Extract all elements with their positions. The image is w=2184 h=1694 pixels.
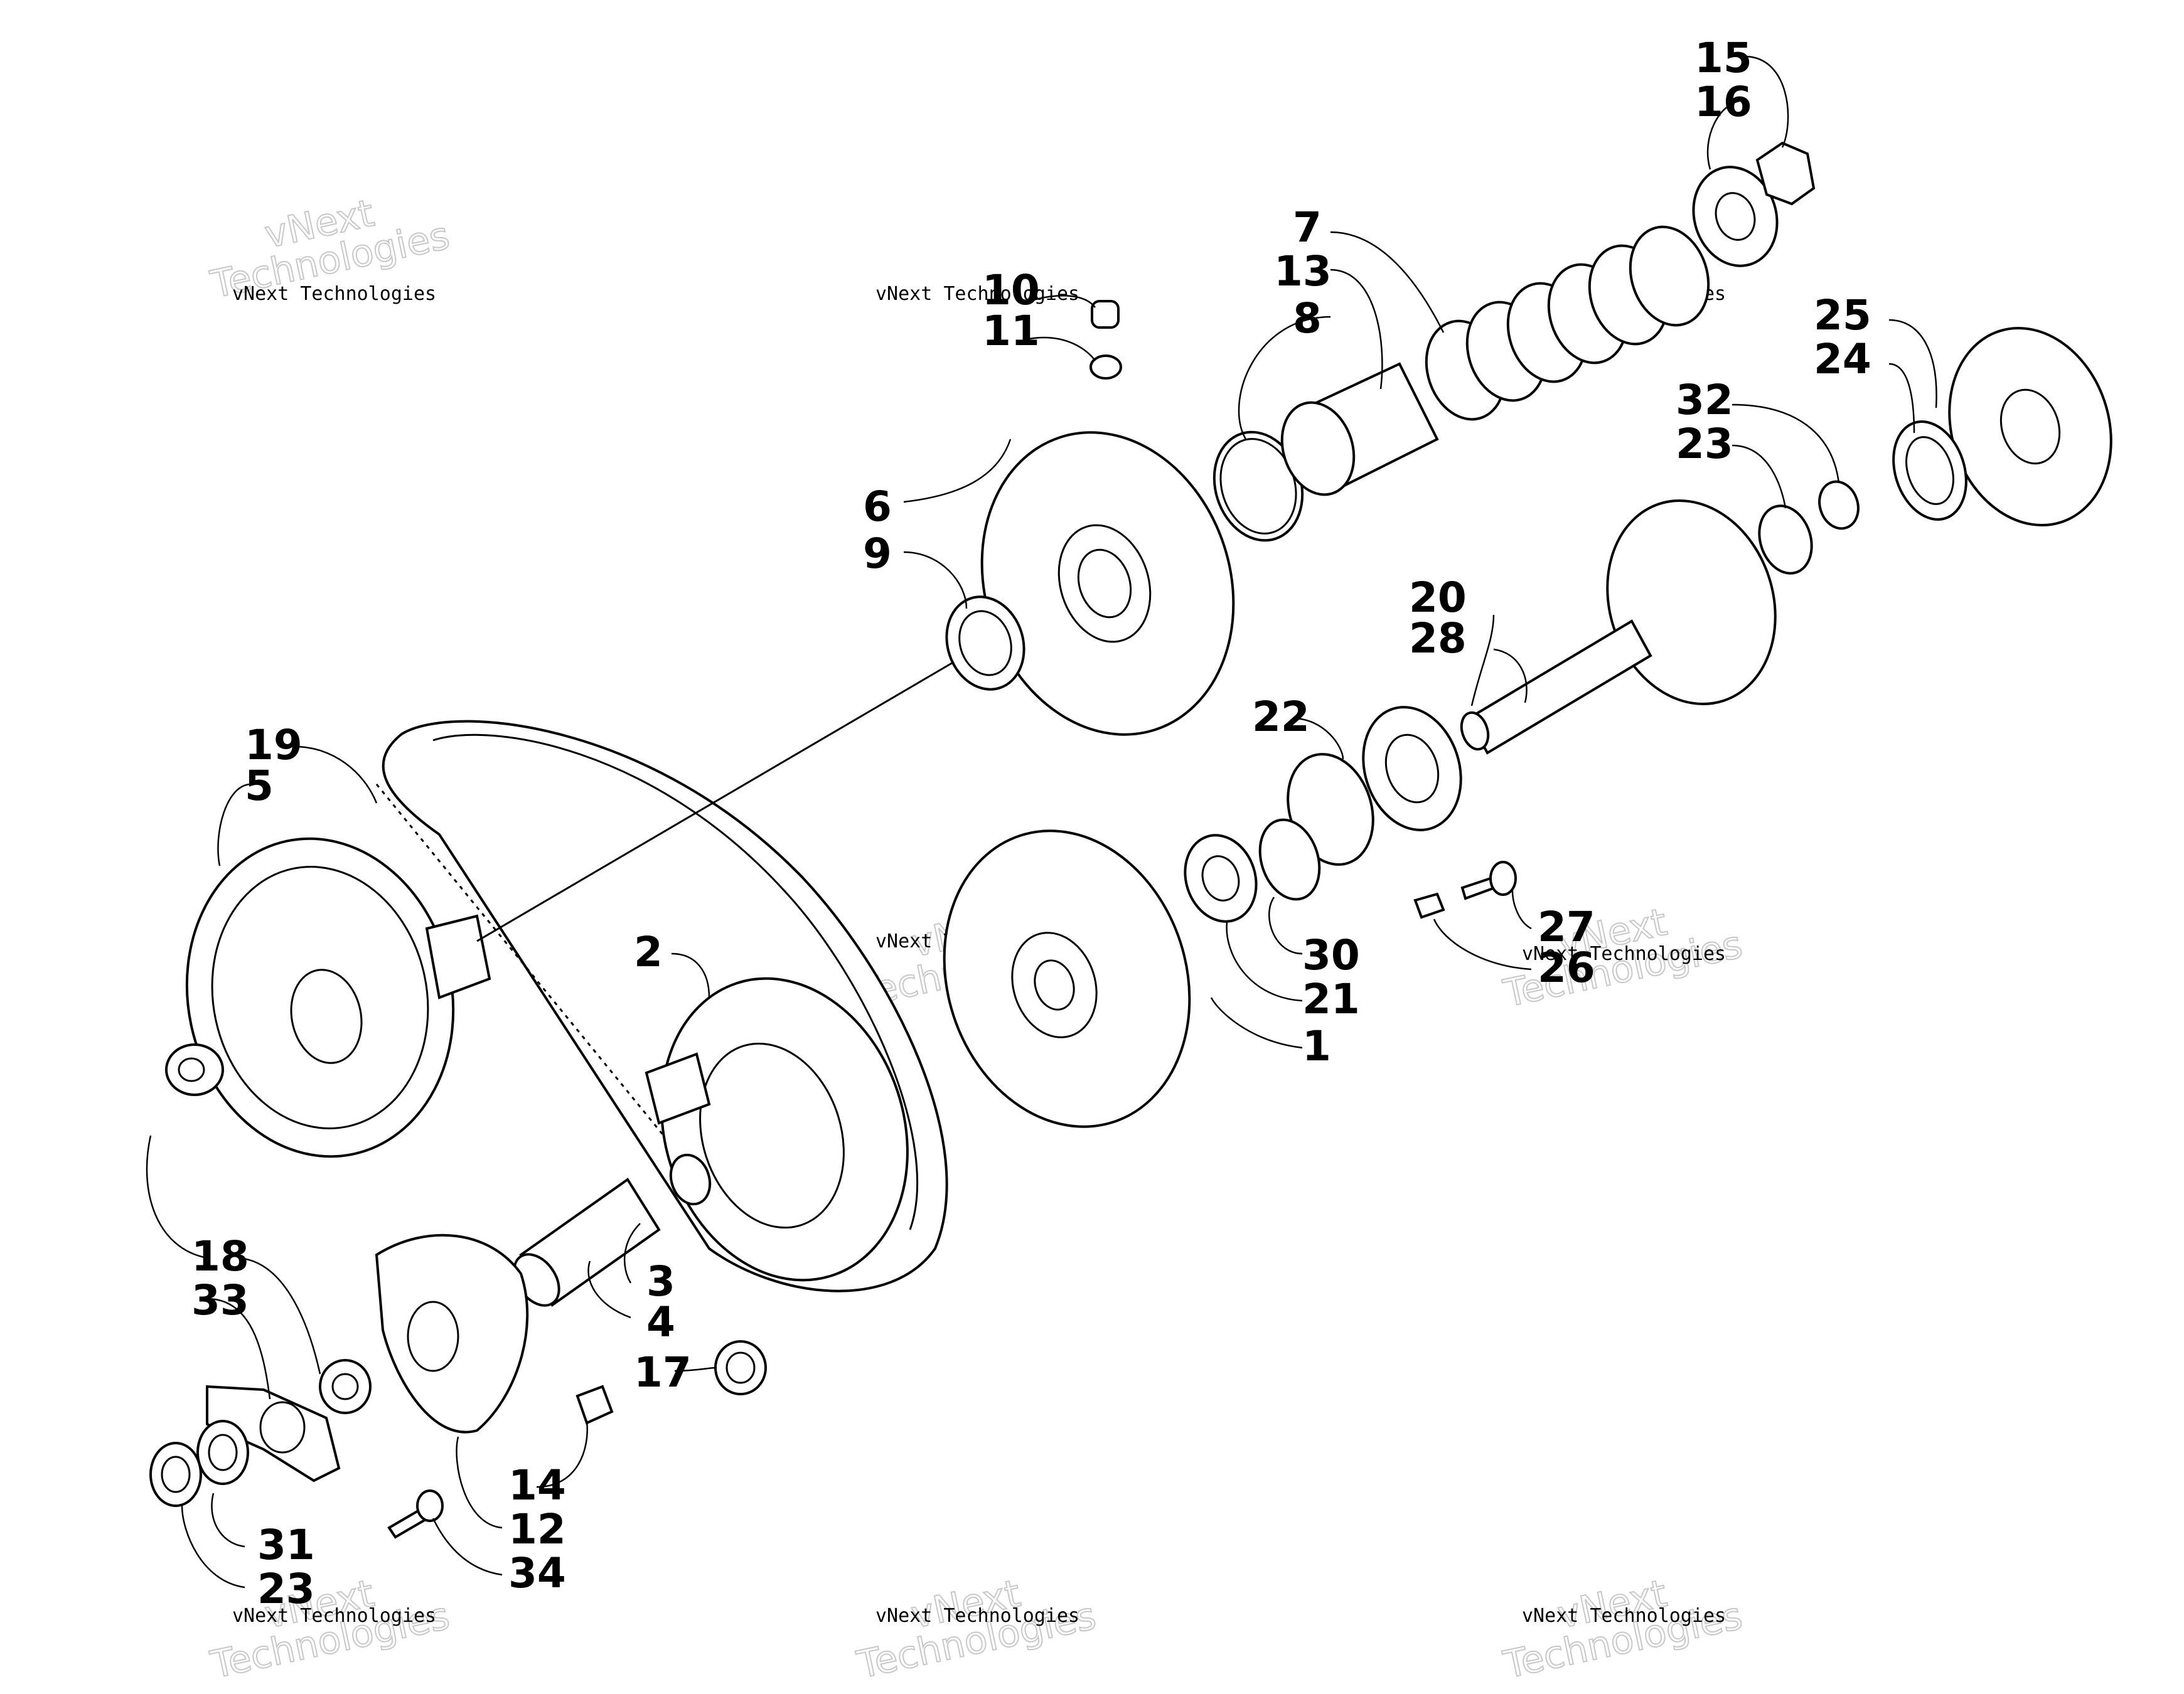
- spring-bushing: [1280, 362, 1439, 496]
- callout-23: 23: [1676, 420, 1733, 468]
- callout-labels: 10 11 6 9 7 13 8 15 16 25 24 32 23 20 28…: [191, 34, 1871, 1613]
- callout-34: 34: [508, 1549, 566, 1597]
- screw: [387, 1489, 444, 1539]
- callout-28: 28: [1409, 614, 1467, 663]
- callout-16: 16: [1694, 78, 1752, 126]
- callout-26: 26: [1538, 944, 1595, 992]
- callout-30: 30: [1302, 931, 1360, 979]
- fixed-sheave: [943, 829, 1191, 1128]
- nut: [1089, 354, 1122, 380]
- callout-10: 10: [982, 266, 1040, 314]
- callout-25: 25: [1814, 291, 1871, 339]
- plug: [1091, 300, 1120, 329]
- roller: [165, 1043, 224, 1096]
- watermark-label: vNext Technologies: [1522, 1605, 1726, 1627]
- callout-23-lower: 23: [257, 1565, 315, 1613]
- callout-2: 2: [634, 928, 663, 976]
- callout-31: 31: [257, 1521, 315, 1569]
- callout-22: 22: [1252, 693, 1310, 741]
- watermark-label: vNext Technologies: [232, 1605, 436, 1627]
- sleeve-nut: [1818, 480, 1860, 530]
- sheave-bushing: [945, 595, 1025, 691]
- callout-7: 7: [1293, 203, 1322, 252]
- parts-layer: [149, 141, 2112, 1539]
- callout-14: 14: [508, 1461, 566, 1510]
- shaft-seal: [196, 1420, 249, 1485]
- callout-32: 32: [1676, 376, 1733, 424]
- drive-flange: [185, 837, 491, 1158]
- washer: [1692, 166, 1779, 267]
- callout-24: 24: [1814, 335, 1871, 383]
- callout-13: 13: [1274, 247, 1332, 296]
- spacer: [1184, 834, 1258, 923]
- callout-21: 21: [1302, 975, 1360, 1023]
- ramp-plate: [375, 1233, 529, 1434]
- leader-lines: [146, 55, 1937, 1589]
- callout-9: 9: [863, 530, 892, 578]
- callout-8: 8: [1293, 294, 1322, 343]
- callout-6: 6: [863, 482, 892, 531]
- ball-bearing: [1362, 706, 1462, 831]
- watermark-label: vNext Technologies: [875, 1605, 1079, 1627]
- compression-spring: [1425, 225, 1710, 421]
- callout-4: 4: [646, 1298, 675, 1346]
- movable-sheave: [645, 977, 909, 1282]
- o-ring: [1212, 430, 1304, 542]
- lock-tab: [1413, 892, 1445, 919]
- seal-ring: [1258, 818, 1321, 901]
- callout-5: 5: [245, 762, 274, 810]
- sheave-pin: [513, 1178, 661, 1307]
- callout-15: 15: [1694, 34, 1752, 82]
- clutch-shaft: [1460, 499, 1777, 755]
- roller-lower: [319, 1359, 372, 1414]
- axis-line: [476, 661, 955, 942]
- watermark-label: vNext Technologies: [1522, 943, 1726, 965]
- callout-11: 11: [982, 307, 1040, 355]
- snap-ring: [1758, 504, 1813, 575]
- callout-19: 19: [245, 721, 302, 769]
- clip: [575, 1385, 614, 1425]
- callout-3: 3: [646, 1257, 675, 1306]
- bolt: [1460, 861, 1517, 900]
- bearing: [149, 1442, 202, 1507]
- callout-33: 33: [191, 1276, 249, 1324]
- callout-1: 1: [1302, 1022, 1331, 1070]
- callout-20: 20: [1409, 573, 1467, 622]
- callout-12: 12: [508, 1505, 566, 1553]
- hex-nut: [1755, 141, 1816, 206]
- callout-18: 18: [191, 1232, 249, 1281]
- callout-27: 27: [1538, 903, 1595, 951]
- watermark-label: vNext Technologies: [232, 283, 436, 305]
- callout-17: 17: [634, 1348, 692, 1397]
- watermark-label: vNext Technologies: [875, 283, 1079, 305]
- roller-bearing: [714, 1340, 767, 1395]
